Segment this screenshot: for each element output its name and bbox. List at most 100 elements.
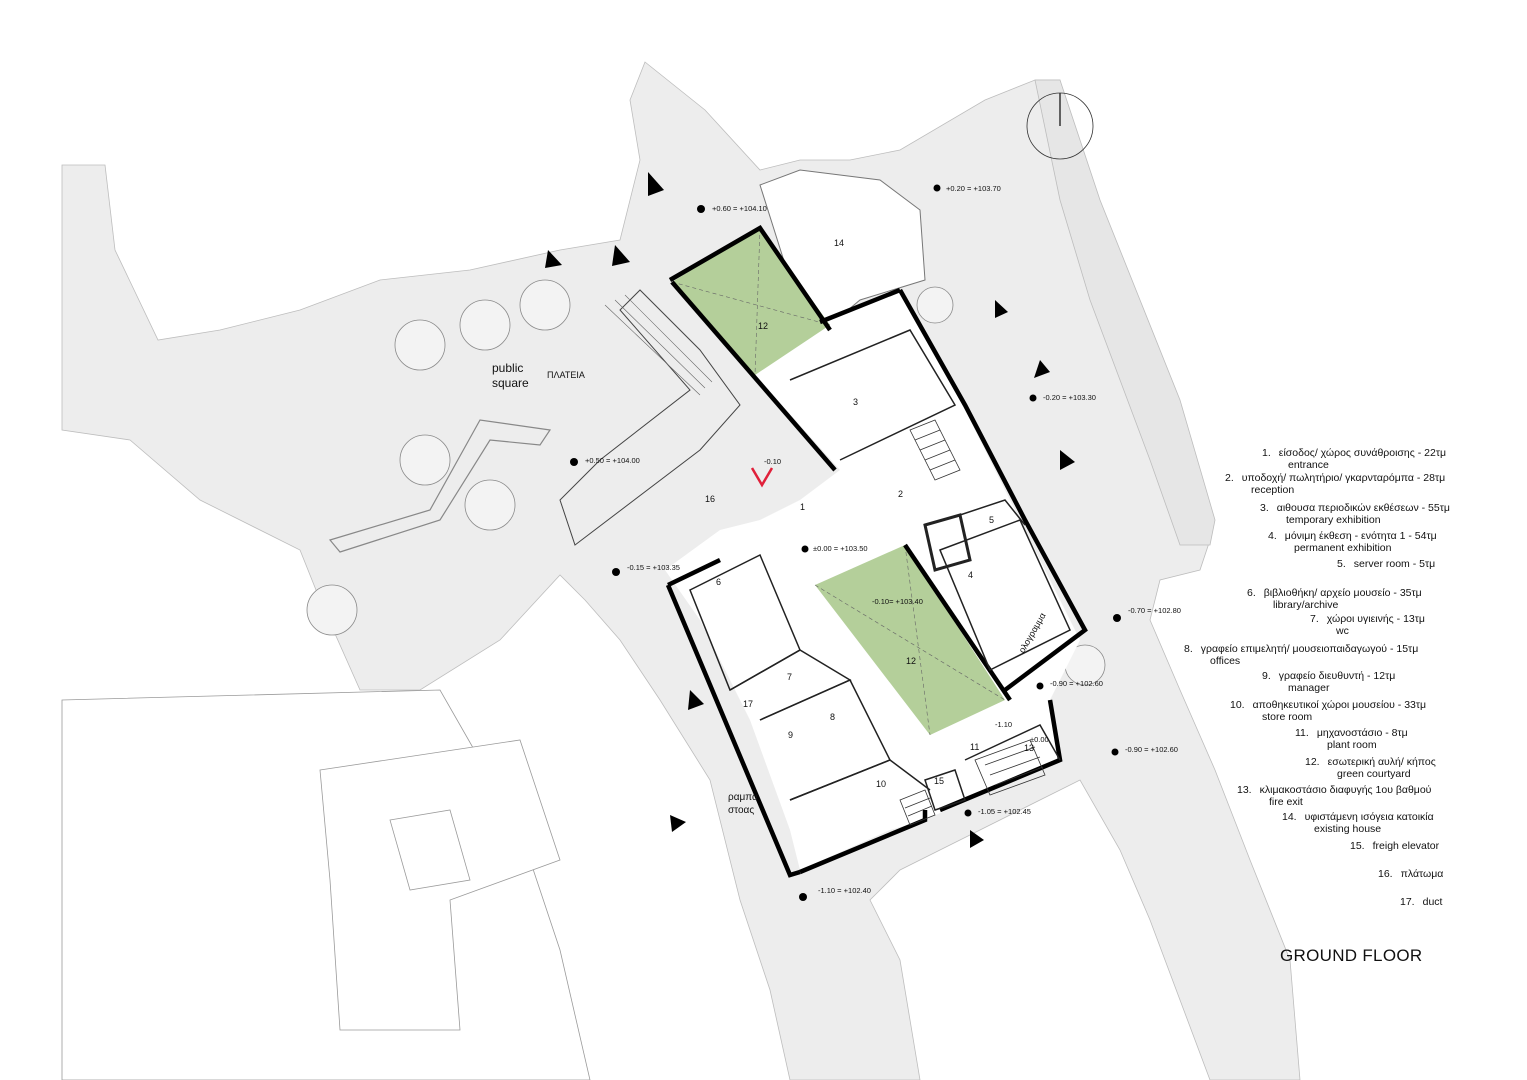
legend-item-greek: γραφείο επιμελητή/ μουσειοπαιδαγωγού - 1… [1200,643,1419,655]
legend-item-greek: υφιστάμενη ισόγεια κατοικία [1304,811,1434,823]
room-number-7: 7 [787,672,792,682]
wall-room11 [964,724,1061,761]
level-label-12: ±0.00 [1030,735,1049,744]
legend-item-number: 5. [1337,558,1346,570]
legend-item-greek: κλιμακοστάσιο διαφυγής 1ου βαθμού [1259,784,1432,796]
room-number-8: 8 [830,712,835,722]
section-marker-2-icon [612,245,630,266]
north-arrow-icon [1026,92,1094,160]
section-marker-5-icon [1034,360,1050,378]
legend-item-line: 15. freigh elevator [1350,840,1439,852]
legend-item-number: 9. [1262,670,1271,682]
tree-5 [464,479,516,531]
section-marker-1-icon [648,172,664,196]
entrance-marker-icon [750,467,774,488]
legend-item-english: existing house [1314,823,1382,835]
sheet-title: GROUND FLOOR [1280,946,1423,965]
courtyard-north [672,228,830,375]
level-label-9: -0.70 = +102.80 [1128,606,1181,615]
section-marker-7-icon [688,690,704,710]
wall-west-lower [665,584,801,878]
internal-walls [689,329,1071,811]
legend-item-number: 4. [1268,530,1277,542]
tree-6 [306,584,358,636]
tree-7 [916,286,954,324]
wall-room4 [939,519,1071,672]
wall-diagonal-west [670,280,837,472]
wall-room5 [959,499,1026,526]
section-marker-4-icon [995,300,1008,318]
wall-room15 [924,769,966,811]
legend-item-number: 6. [1247,587,1256,599]
wall-south [799,810,928,875]
legend-item-line: 14.υφιστάμενη ισόγεια κατοικία [1282,811,1434,823]
room-number-16: 16 [705,494,715,504]
section-marker-8-icon [670,815,686,832]
legend-item-english: reception [1251,484,1295,496]
level-dot-8 [1036,682,1044,690]
courtyard-north-diag [671,227,831,376]
legend-item-greek: πλάτωμα [1400,868,1444,880]
legend-item-line: 6. βιβλιοθήκη/ αρχείο μουσείο - 35τμ [1247,587,1422,599]
wall-north-east [819,287,901,325]
room-number-10: 10 [876,779,886,789]
paving-right-street [1034,79,1216,546]
legend-item-number: 10. [1230,699,1245,711]
room-number-5: 5 [989,515,994,525]
plot-small [389,809,471,891]
legend-item: 5.server room - 5τμ [1337,558,1435,570]
level-label-1: +0.60 = +104.10 [712,204,767,213]
stair-main [909,419,961,481]
wall-room10 [789,759,931,801]
courtyard-south-diag [814,544,1006,736]
legend-item-english: library/archive [1273,599,1339,611]
legend-item-greek: είσοδος/ χώρος συνάθροισης - 22τμ [1278,447,1447,459]
level-labels: +0.60 = +104.10 +0.20 = +103.70 -0.20 = … [585,184,1181,895]
section-marker-3-icon [545,250,562,268]
legend-item-number: 1. [1262,447,1271,459]
legend-item-english: temporary exhibition [1286,514,1381,526]
stairs [899,419,1046,826]
level-label-10: -0.90 = +102.60 [1050,679,1103,688]
legend-item-number: 7. [1310,613,1319,625]
room-number-4: 4 [968,570,973,580]
thick-walls [665,225,1088,878]
legend-item-number: 8. [1184,643,1193,655]
room-number-12a: 12 [758,321,768,331]
level-dot-11 [799,893,807,901]
level-dot-5 [801,545,809,553]
legend-item-line: 11.μηχανοστάσιο - 8τμ [1295,727,1408,739]
legend-item: 2.υποδοχή/ πωλητήριο/ γκαρνταρόμπα - 28τ… [1225,472,1445,496]
level-label-2: +0.20 = +103.70 [946,184,1001,193]
level-dot-3 [1029,394,1037,402]
legend-item-greek: duct [1422,896,1443,908]
legend-item-greek: freigh elevator [1372,840,1440,852]
room-number-9: 9 [788,730,793,740]
level-label-7: -0.15 = +103.35 [627,563,680,572]
legend-item-number: 15. [1350,840,1365,852]
tree-2 [459,299,511,351]
legend-item-line: 9.γραφείο διευθυντή - 12τμ [1262,670,1395,682]
room-number-12b: 12 [906,656,916,666]
legend-item-english: green courtyard [1337,768,1411,780]
neighbour-plots [61,689,591,1080]
legend-item-greek: βιβλιοθήκη/ αρχείο μουσείο - 35τμ [1263,587,1422,599]
tree-3 [519,279,571,331]
level-dot-2 [933,184,941,192]
level-marker-dots [570,184,1121,901]
tree-4 [399,434,451,486]
room-number-1: 1 [800,502,805,512]
level-dot-4 [570,458,578,466]
legend-item-line: 5.server room - 5τμ [1337,558,1435,570]
legend-item-english: permanent exhibition [1294,542,1392,554]
room-number-3: 3 [853,397,858,407]
legend-item-line: 16.πλάτωμα [1378,868,1443,880]
section-marker-6-icon [1060,450,1075,470]
ramp-label-2: στοας [728,805,754,816]
stair-fire-exit [974,739,1046,796]
